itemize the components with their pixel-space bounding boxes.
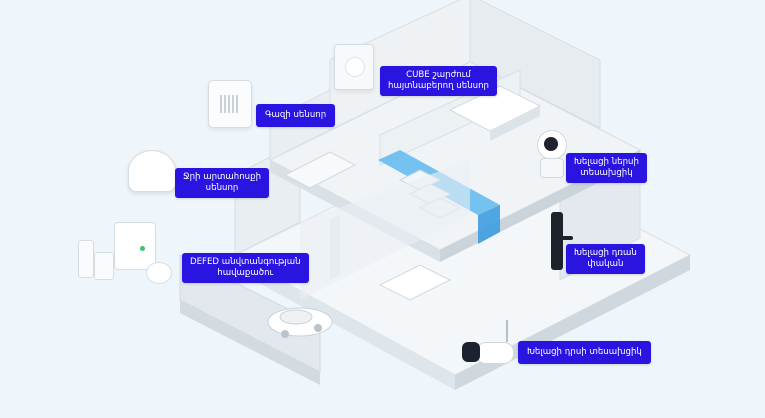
sofa [283,151,357,189]
security-kit-device [76,222,176,284]
label-indoor-line1: Խելացի ներսի [574,157,639,167]
ground-slab-right-face [455,255,690,390]
vent-grille-icon [220,95,240,113]
dining-table [378,264,452,301]
camera-lens-icon [462,342,480,362]
label-lock-line2: փական [587,259,624,269]
label-water-line2: սենսոր [205,183,239,193]
label-security-kit: DEFED անվտանգության հավաքածու [182,253,309,283]
label-cube-motion-sensor: CUBE շարժում հայտնաբերող սենսոր [380,66,497,96]
lock-handle-icon [559,236,573,240]
car [267,307,333,338]
label-cube-line2: հայտնաբերող սենսոր [388,81,489,91]
label-outdoor-text: Խելացի դրսի տեսախցիկ [527,347,642,357]
gas-sensor-device [208,80,252,128]
water-leak-sensor-device [128,150,176,192]
bed-side [490,106,540,141]
label-water-leak-sensor: Ջրի արտահոսքի սենսոր [175,168,270,198]
label-lock-line1: Խելացի դռան [574,248,637,258]
label-indoor-line2: տեսախցիկ [580,168,633,178]
motion-sensor-device [334,44,374,90]
ground-slab-left-face [235,255,455,390]
camera-lens-icon [544,137,558,151]
indoor-camera-device [536,130,567,178]
label-gas-sensor: Գազի սենսոր [256,104,336,127]
label-cube-line1: CUBE շարժում [406,70,471,80]
label-indoor-camera: Խելացի ներսի տեսախցիկ [566,153,647,183]
highlight-floor-edge [478,205,500,244]
label-outdoor-camera: Խելացի դրսի տեսախցիկ [518,341,651,364]
label-kit-line1: DEFED անվտանգության [190,257,301,267]
lower-mid-wall [300,160,470,300]
smart-lock-device [551,212,573,270]
label-gas-text: Գազի սենսոր [265,110,327,120]
upper-back-right-wall [469,0,601,129]
label-smart-lock: Խելացի դռան փական [566,244,645,274]
outdoor-camera-device [462,320,514,370]
label-kit-line2: հավաքածու [217,268,274,278]
garage-base [180,300,320,385]
sensor-lens-icon [345,57,365,77]
status-led-icon [140,246,145,251]
label-water-line1: Ջրի արտահոսքի [183,172,262,182]
